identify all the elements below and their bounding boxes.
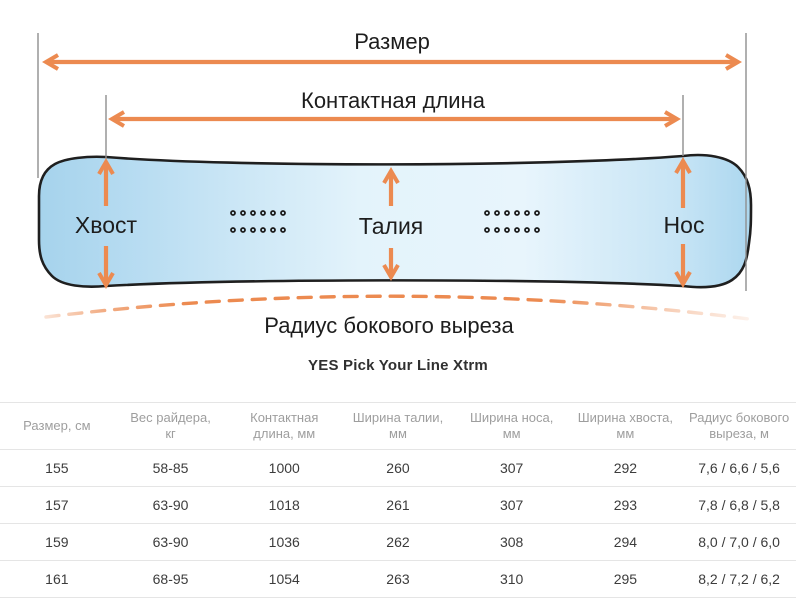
- column-header-line: Ширина носа,: [469, 410, 554, 425]
- insert-dot: [504, 227, 510, 233]
- table-cell: 262: [386, 534, 410, 550]
- insert-dots-right: [484, 210, 540, 233]
- insert-dot: [230, 227, 236, 233]
- insert-dot: [524, 210, 530, 216]
- column-header-line: мм: [389, 426, 407, 441]
- insert-dot: [250, 210, 256, 216]
- table-cell: 294: [613, 534, 638, 550]
- insert-dot: [504, 210, 510, 216]
- table-row: 159 63-90 1036 262 308 294 8,0 / 7,0 / 6…: [0, 524, 796, 561]
- table-cell: 68-95: [152, 571, 189, 587]
- table-cell: 292: [613, 460, 638, 476]
- column-header-line: Радиус бокового: [689, 410, 790, 425]
- table-cell: 1018: [268, 497, 300, 513]
- table-cell: 308: [499, 534, 524, 550]
- table-cell: 1000: [268, 460, 300, 476]
- insert-dot: [534, 210, 540, 216]
- column-header-line: Размер, см: [23, 418, 91, 433]
- column-header-line: выреза, м: [709, 426, 769, 441]
- column-header-waist-width: Ширина талии,мм: [341, 403, 455, 450]
- table-cell: 157: [45, 497, 69, 513]
- table-cell: 63-90: [152, 497, 189, 513]
- sidecut-curve: [44, 294, 759, 322]
- table-cell: 1054: [268, 571, 300, 587]
- column-header-line: Вес райдера,: [130, 410, 211, 425]
- table-cell: 58-85: [152, 460, 189, 476]
- column-header-line: мм: [616, 426, 635, 441]
- column-header-line: мм: [502, 426, 521, 441]
- column-header-line: Контактная: [250, 410, 319, 425]
- table-cell: 161: [45, 571, 69, 587]
- snowboard-outline: [37, 153, 753, 289]
- table-cell: 307: [499, 460, 524, 476]
- insert-dot: [240, 227, 246, 233]
- insert-dot: [524, 227, 530, 233]
- insert-dot: [280, 210, 286, 216]
- insert-dot: [270, 210, 276, 216]
- table-cell: 1036: [268, 534, 300, 550]
- table-cell: 293: [613, 497, 638, 513]
- insert-dot: [230, 210, 236, 216]
- tail-label: Хвост: [75, 212, 138, 238]
- insert-dot: [280, 227, 286, 233]
- insert-dot: [240, 210, 246, 216]
- insert-dot: [494, 210, 500, 216]
- table-cell: 8,0 / 7,0 / 6,0: [698, 534, 780, 550]
- table-cell: 7,6 / 6,6 / 5,6: [698, 460, 780, 476]
- insert-dot: [534, 227, 540, 233]
- nose-label: Нос: [664, 212, 705, 238]
- insert-dot: [260, 210, 266, 216]
- insert-dot: [494, 227, 500, 233]
- table-cell: 63-90: [152, 534, 189, 550]
- insert-dot: [260, 227, 266, 233]
- waist-label: Талия: [359, 213, 424, 239]
- insert-dot: [250, 227, 256, 233]
- insert-dot: [484, 210, 490, 216]
- table-cell: 307: [499, 497, 524, 513]
- insert-dot: [514, 210, 520, 216]
- insert-dot: [270, 227, 276, 233]
- size-dimension-label: Размер: [354, 29, 430, 54]
- board-diagram: Размер Контактная длина Хвост Талия Нос …: [37, 29, 759, 338]
- column-header-tail-width: Ширина хвоста,мм: [569, 403, 683, 450]
- insert-dots-left: [230, 210, 286, 233]
- contact-length-label: Контактная длина: [301, 88, 486, 113]
- column-header-nose-width: Ширина носа,мм: [455, 403, 569, 450]
- table-cell: 159: [45, 534, 69, 550]
- table-cell: 261: [386, 497, 410, 513]
- table-cell: 310: [499, 571, 524, 587]
- table-cell: 155: [45, 460, 69, 476]
- table-row: 155 58-85 1000 260 307 292 7,6 / 6,6 / 5…: [0, 450, 796, 487]
- column-header-line: длина, мм: [253, 426, 316, 441]
- column-header-line: Ширина талии,: [352, 410, 444, 425]
- table-cell: 7,8 / 6,8 / 5,8: [698, 497, 780, 513]
- table-cell: 8,2 / 7,2 / 6,2: [698, 571, 780, 587]
- table-cell: 263: [386, 571, 410, 587]
- table-cell: 295: [613, 571, 638, 587]
- column-header-rider-weight: Вес райдера,кг: [114, 403, 228, 450]
- table-cell: 260: [386, 460, 410, 476]
- column-header-line: кг: [165, 426, 176, 441]
- table-row: 157 63-90 1018 261 307 293 7,8 / 6,8 / 5…: [0, 487, 796, 524]
- table-row: 161 68-95 1054 263 310 295 8,2 / 7,2 / 6…: [0, 561, 796, 598]
- sidecut-radius-label: Радиус бокового выреза: [264, 313, 514, 338]
- column-header-size: Размер, см: [0, 403, 114, 450]
- table-title: YES Pick Your Line Xtrm: [308, 357, 488, 374]
- insert-dot: [514, 227, 520, 233]
- insert-dot: [484, 227, 490, 233]
- column-header-line: Ширина хвоста,: [577, 410, 674, 425]
